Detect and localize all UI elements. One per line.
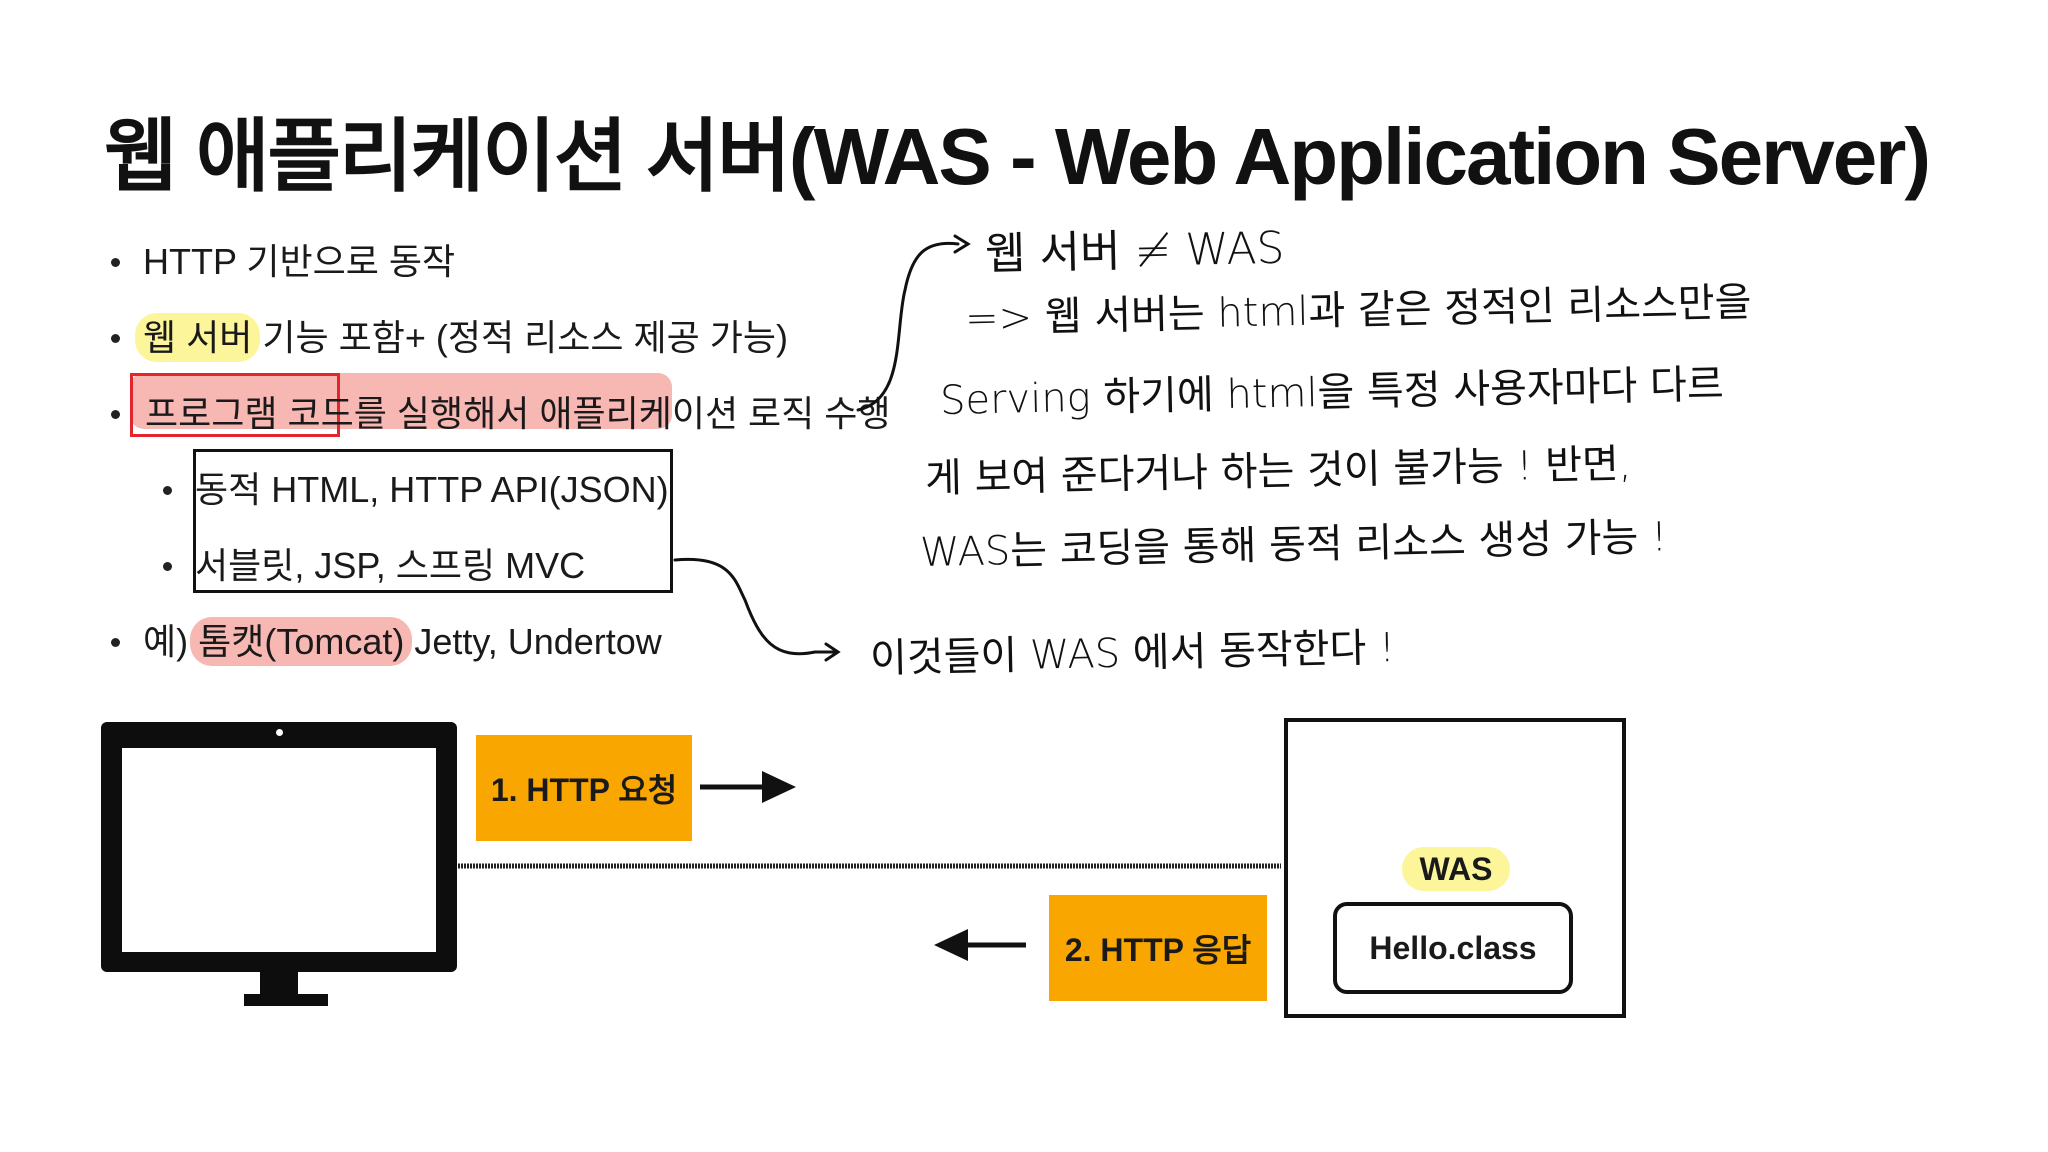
http-response-label: 2. HTTP 응답 [1049,895,1267,1001]
response-arrow-head [934,929,968,961]
arrow-to-note [856,241,960,412]
bullet-dot [111,258,120,267]
tomcat-highlight: 톰캣(Tomcat) [190,617,413,666]
was-label: WAS [1402,847,1510,891]
web-server-highlight: 웹 서버 [135,313,261,362]
bullet-program-code: 프로그램 코드를 실행해서 애플리케이션 로직 수행 [145,396,891,432]
arrow-to-was-note [673,557,837,656]
monitor-screen [122,748,436,952]
monitor-camera [276,729,283,736]
example-prefix: 예) [143,621,199,662]
program-code-highlight [130,373,672,429]
http-request-label: 1. HTTP 요청 [476,735,692,841]
sub-bullet-dot [163,486,172,495]
bullet-dot [111,334,120,343]
bullet-web-server: 웹 서버 기능 포함+ (정적 리소스 제공 가능) [135,313,788,362]
page-title: 웹 애플리케이션 서버(WAS - Web Application Server… [104,112,1931,201]
monitor-neck [260,970,298,998]
bullet-http-based: HTTP 기반으로 동작 [143,241,456,282]
request-arrow-head [762,771,796,803]
example-rest: Jetty, Undertow [404,621,662,662]
hello-class-box: Hello.class [1333,902,1573,994]
bullet-dot [111,638,120,647]
program-code-text: 프로그램 코드 [145,393,354,434]
bullet-dot [111,410,120,419]
monitor-stand [244,994,328,1006]
program-code-rest: 를 실행해서 애플리케이션 로직 수행 [353,393,891,434]
sub-bullet-dynamic-html: 동적 HTML, HTTP API(JSON) [195,469,669,510]
bullet-example: 예) 톰캣(Tomcat) Jetty, Undertow [143,617,662,666]
sub-bullet-dot [163,562,172,571]
web-server-rest: 기능 포함+ (정적 리소스 제공 가능) [252,317,788,358]
sub-bullet-servlet: 서블릿, JSP, 스프링 MVC [195,545,586,586]
sub-bullet-box [193,449,673,593]
arrow-to-was-note-head [824,642,841,662]
program-code-red-box [130,373,340,437]
arrow-to-note-head [953,234,971,254]
